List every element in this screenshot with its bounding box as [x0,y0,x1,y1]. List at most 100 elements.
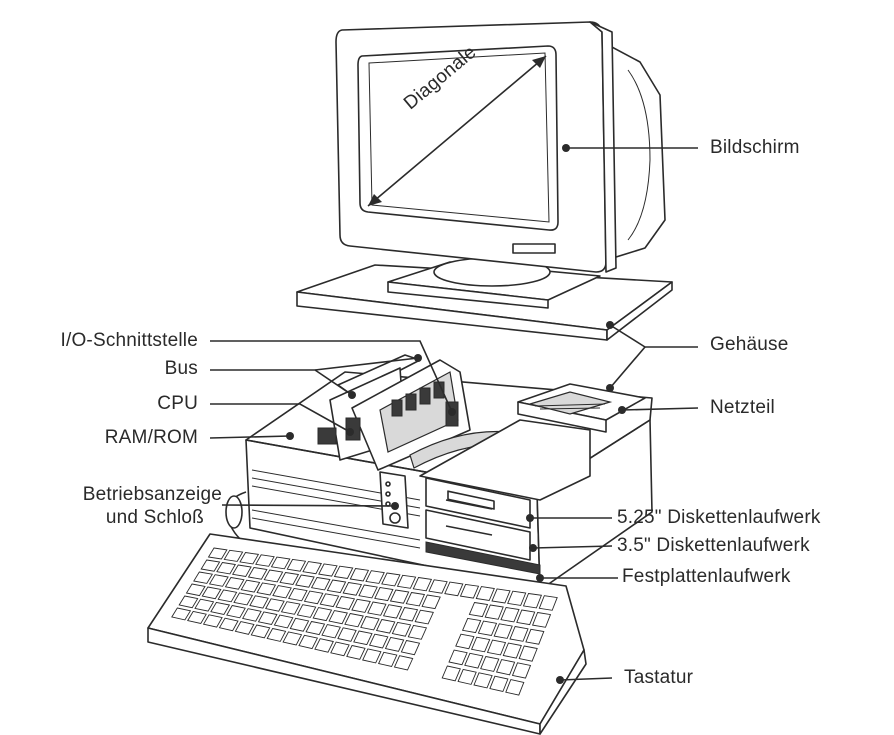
keyboard-key [421,594,441,610]
keyboard-key [486,639,507,656]
keyboard-key [303,590,324,605]
keyboard-key [210,601,231,616]
hdd-label: Festplattenlaufwerk [622,566,791,587]
keyboard-key [310,577,331,591]
keyboard-key [256,582,277,596]
keyboard-key [375,618,396,634]
keyboard-key [171,607,192,621]
keyboard-key [444,581,464,597]
keyboard-key [522,593,543,609]
keyboard-key [302,561,322,575]
keyboard-key [337,627,357,642]
keyboard-key [265,598,285,612]
status-label-line2: und Schloß [105,507,204,528]
keyboard-key [457,668,477,685]
keyboard-key [231,564,252,577]
keyboard-key [489,675,509,693]
keyboard-key [484,604,504,620]
keyboard-key [428,579,448,594]
keyboard-key [272,585,292,599]
keyboard-key [493,623,513,639]
keyboard-key [367,601,387,616]
keyboard-key [377,651,398,668]
keyboard-key [477,620,498,637]
keyboard-key [525,628,545,645]
keyboard-key [495,659,516,676]
keyboard-key [464,652,484,669]
keyboard-key [516,609,536,626]
keyboard-key [312,607,333,622]
psu-label: Netzteil [710,397,775,418]
keyboard-key [250,624,271,639]
keyboard-key [412,577,433,592]
keyboard-key [178,595,199,609]
keyboard-key [389,589,410,604]
screen-label: Bildschirm [710,137,800,158]
keyboard-key [400,639,421,656]
keyboard-key [414,609,434,625]
keyboard-key [239,552,260,565]
keyboard-key [234,621,255,635]
keyboard-key [289,617,310,632]
keyboard-key [473,672,493,689]
keyboard-key [502,642,522,659]
keyboard-key [470,636,491,653]
keyboard-key [509,625,529,642]
bus-label: Bus [164,358,198,379]
cpu-label: CPU [157,393,198,414]
keyboard-key [202,614,223,628]
keyboard-key [396,574,417,589]
keyboard-key [335,595,356,611]
keyboard-key [200,559,221,572]
keyboard-keys [171,547,558,696]
keyboard-key [279,572,300,585]
keyboard-key [242,608,262,622]
status-label-line1: Betriebsanzeige [82,484,222,505]
keyboard-key [382,604,403,619]
keyboard-key [391,621,412,637]
keyboard-key [185,583,206,597]
keyboard-key [358,584,378,599]
keyboard-key [491,588,511,604]
keyboard-key [455,633,475,650]
keyboard-key [518,645,538,662]
keyboard-key [263,569,284,583]
keyboard-key [314,638,334,653]
keyboard-key [273,614,294,629]
keyboard-key [500,607,520,623]
keyboard-key [217,589,238,603]
keyboard-key [286,558,307,572]
keyboard-key [538,595,558,611]
keyboard-key [349,568,370,582]
keyboard-key [480,655,500,672]
keyboard-key [280,601,301,615]
keyboard-key [208,574,229,587]
keyboard-key [505,679,525,696]
keyboard-key [407,624,428,640]
keyboard-key [330,641,350,657]
keyboard-key [255,554,275,567]
keyboard-key [374,587,394,602]
leader-lines [209,144,699,684]
floppy35-label: 3.5" Diskettenlaufwerk [617,535,810,556]
keyboard-key [344,612,364,628]
case-label: Gehäuse [710,334,789,355]
keyboard-key [218,617,239,632]
keyboard-key [305,620,326,636]
keyboard-key [405,592,426,607]
keyboard-key [233,592,254,606]
keyboard-key [333,565,354,579]
keyboard-key [353,630,373,646]
keyboard-key [288,587,308,602]
keyboard-key [326,579,347,594]
keyboard-key [207,547,228,560]
keyboard-key [459,583,480,599]
keyboard-key [365,570,385,584]
floppy525-label: 5.25" Diskettenlaufwerk [617,507,821,528]
keyboard-key [475,586,495,601]
keyboard-key [282,631,303,646]
keyboard-key [319,593,340,608]
keyboard-key [342,582,363,596]
